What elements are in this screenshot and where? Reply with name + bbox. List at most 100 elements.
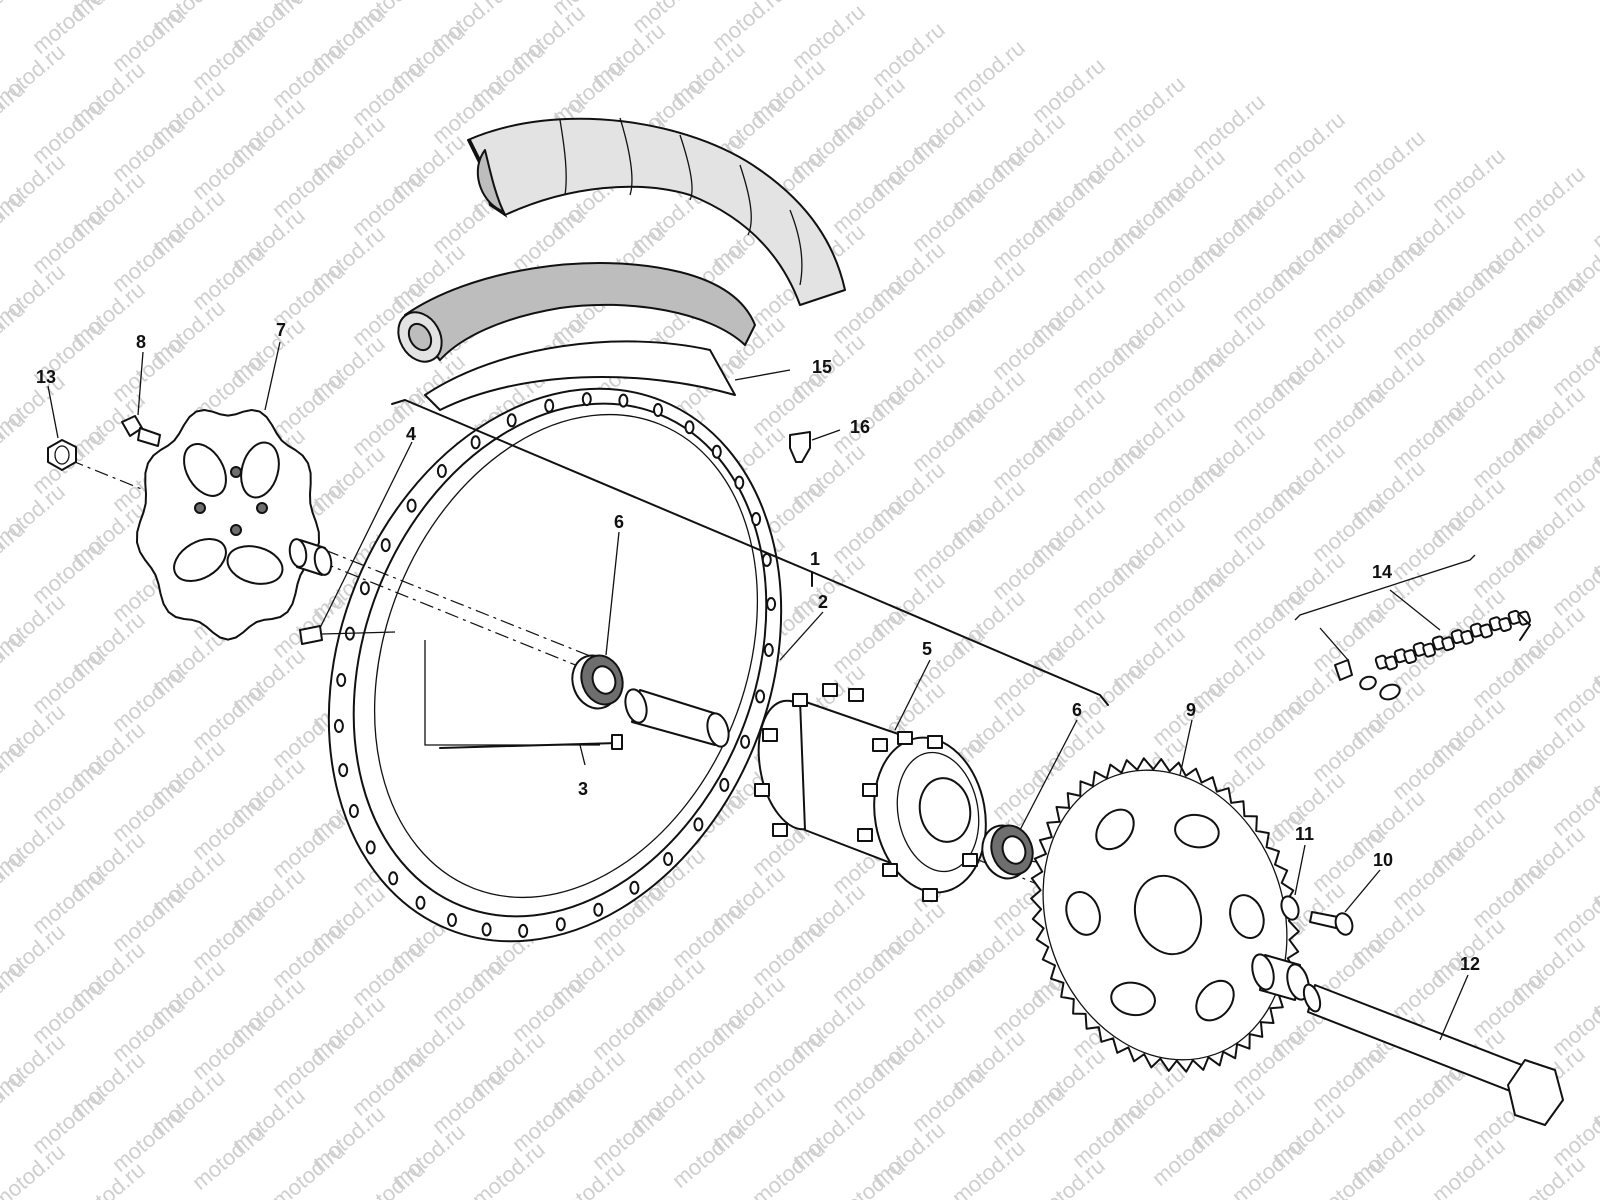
watermark-text: motod.ru <box>107 112 190 187</box>
hub-lug <box>862 783 878 797</box>
axle <box>1302 983 1564 1126</box>
watermark-text: motod.ru <box>587 1100 670 1175</box>
watermark-text: motod.ru <box>747 1026 830 1101</box>
spoke <box>439 734 623 750</box>
watermark-text: motod.ru <box>747 1136 830 1200</box>
wheel-hub <box>754 683 987 902</box>
watermark-text: motod.ru <box>107 2 190 77</box>
sprocket-bolt <box>1309 911 1354 936</box>
watermark-text: motod.ru <box>107 332 190 407</box>
watermark-text: motod.ru <box>27 1084 110 1159</box>
watermark-text: motod.ru <box>27 204 110 279</box>
drive-chain <box>1294 554 1531 701</box>
watermark-text: motod.ru <box>187 900 270 975</box>
watermark-text: motod.ru <box>827 494 910 569</box>
watermark-text: motod.ru <box>1267 107 1350 182</box>
brake-disc-cutouts <box>173 441 284 585</box>
watermark-text: motod.ru <box>187 1120 270 1195</box>
watermark-text: motod.ru <box>1227 254 1310 329</box>
hub-lug <box>922 888 938 902</box>
disc-bolt-hole <box>256 502 268 514</box>
watermark-text: motod.ru <box>27 974 110 1049</box>
watermark-text: motod.ru <box>907 292 990 367</box>
watermark-text: motod.ru <box>27 94 110 169</box>
watermark-text: motod.ru <box>187 790 270 865</box>
watermark-text: motod.ru <box>827 934 910 1009</box>
callout-11: 11 <box>1295 824 1314 844</box>
spoke-hole <box>581 392 592 407</box>
watermark-text: motod.ru <box>267 368 350 443</box>
watermark-text: motod.ru <box>1147 566 1230 641</box>
watermark-text: motod.ru <box>267 808 350 883</box>
watermark-text: motod.ru <box>827 164 910 239</box>
spoke-hole <box>338 763 349 778</box>
watermark-text: motod.ru <box>427 954 510 1029</box>
watermark-text: motod.ru <box>907 622 990 697</box>
watermark-text: motod.ru <box>67 1157 150 1200</box>
watermark-text: motod.ru <box>1107 71 1190 146</box>
spoke-hole <box>436 464 447 478</box>
watermark-text: motod.ru <box>907 512 990 587</box>
watermark-text: motod.ru <box>1227 1134 1310 1200</box>
watermark-text: motod.ru <box>1387 840 1470 915</box>
spoke-hole <box>470 435 481 450</box>
axle-spacer-right <box>1251 953 1310 1001</box>
watermark-text: motod.ru <box>187 1010 270 1085</box>
callout-12: 12 <box>1460 954 1480 974</box>
watermark-text: motod.ru <box>987 310 1070 385</box>
wheel-assembly-bracket <box>391 399 1109 706</box>
watermark-text: motod.ru <box>267 148 350 223</box>
watermark-text: motod.ru <box>1307 492 1390 567</box>
callout-16: 16 <box>850 417 870 437</box>
disc-cutout <box>173 538 227 582</box>
watermark-text: motod.ru <box>987 200 1070 275</box>
watermark-text: motod.ru <box>1467 528 1550 603</box>
watermark-text: motod.ru <box>27 534 110 609</box>
watermark-text: motod.ru <box>1467 308 1550 383</box>
hub-lug <box>792 693 808 707</box>
watermark-text: motod.ru <box>1387 730 1470 805</box>
watermark-text: motod.ru <box>267 1138 350 1200</box>
watermark-text: motod.ru <box>347 56 430 131</box>
callout-10: 10 <box>1373 850 1393 870</box>
rear-sprocket <box>1030 757 1300 1073</box>
watermark-text: motod.ru <box>1147 346 1230 421</box>
watermark-text: motod.ru <box>1467 418 1550 493</box>
hub-lug <box>772 823 788 837</box>
watermark-text: motod.ru <box>827 1154 910 1200</box>
hub-lug <box>857 828 873 842</box>
watermark-text: motod.ru <box>267 1028 350 1103</box>
watermark-text: motod.ru <box>1467 748 1550 823</box>
disc-cutout <box>240 441 280 499</box>
watermark-text: motod.ru <box>1147 1116 1230 1191</box>
hub-lug <box>897 731 913 745</box>
callout-3: 3 <box>578 779 588 799</box>
watermark-text: motod.ru <box>347 1046 430 1121</box>
watermark-text: motod.ru <box>907 182 990 257</box>
sprocket-window <box>1110 981 1156 1017</box>
spoke-hole <box>734 475 745 490</box>
watermark-text: motod.ru <box>1227 474 1310 549</box>
watermark-text: motod.ru <box>1427 143 1510 218</box>
spoke-hole <box>763 643 774 657</box>
sprocket-window <box>1229 894 1265 939</box>
watermark-text: motod.ru <box>667 898 750 973</box>
spoke-hole <box>380 538 391 553</box>
spoke-hole <box>693 817 704 832</box>
callout-5: 5 <box>922 639 932 659</box>
hub-lug <box>848 688 864 702</box>
spoke-hole <box>518 923 529 938</box>
hub-lug <box>762 728 778 742</box>
tire <box>467 117 846 306</box>
watermark-text: motod.ru <box>507 972 590 1047</box>
spoke-hole <box>447 913 457 927</box>
watermark-text: motod.ru <box>267 38 350 113</box>
sprocket-window <box>1195 979 1235 1022</box>
watermark-text: motod.ru <box>667 1118 750 1193</box>
spacer-tube <box>624 688 730 748</box>
watermark-text: motod.ru <box>787 0 870 74</box>
spoke-hole <box>711 444 722 459</box>
watermark-text: motod.ru <box>107 662 190 737</box>
spoke-hole <box>336 673 347 687</box>
